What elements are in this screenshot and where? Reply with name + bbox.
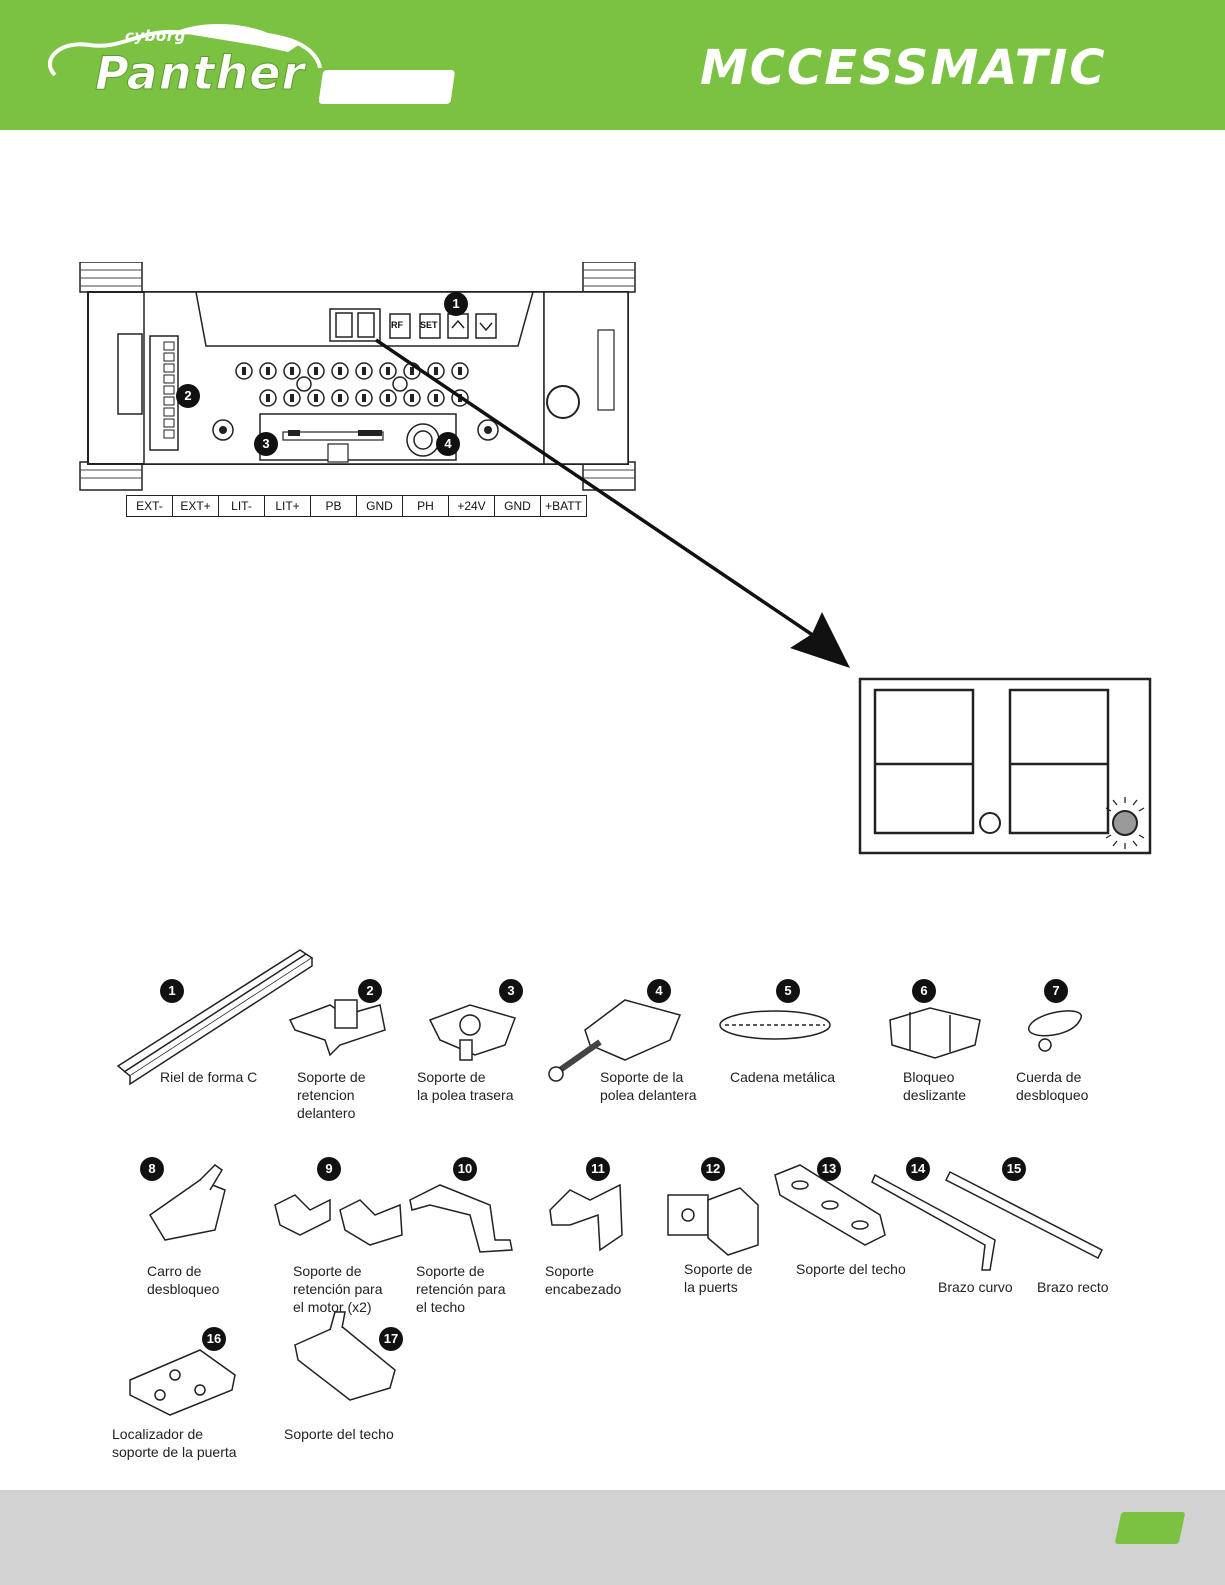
page-number-tab xyxy=(1114,1512,1186,1544)
part-number-11: 11 xyxy=(586,1157,610,1181)
header-banner: cyborg Panther MCCESSMATIC xyxy=(0,0,1225,130)
part-number-3: 3 xyxy=(499,979,523,1003)
terminal-lit-minus: LIT- xyxy=(219,496,265,516)
part-number-17: 17 xyxy=(379,1327,403,1351)
board-callout-1: 1 xyxy=(444,292,468,316)
company-logo: MCCESSMATIC xyxy=(700,40,1107,96)
part-label-9: Soporte de retención para el motor (x2) xyxy=(293,1263,383,1315)
board-callout-2: 2 xyxy=(176,384,200,408)
terminal-gnd-2: GND xyxy=(495,496,541,516)
part-label-12: Soporte de la puerts xyxy=(684,1261,753,1295)
part-label-17: Soporte del techo xyxy=(284,1426,394,1442)
part-label-4: Soporte de la polea delantera xyxy=(600,1069,697,1103)
part-label-16: Localizador de soporte de la puerta xyxy=(112,1426,237,1460)
part-number-2: 2 xyxy=(358,979,382,1003)
part-number-6: 6 xyxy=(912,979,936,1003)
board-callout-3: 3 xyxy=(254,432,278,456)
terminal-gnd: GND xyxy=(357,496,403,516)
terminal-batt: +BATT xyxy=(541,496,586,516)
part-label-7: Cuerda de desbloqueo xyxy=(1016,1069,1089,1103)
part-number-1: 1 xyxy=(160,979,184,1003)
brand-panther: Panther xyxy=(94,46,306,101)
part-label-8: Carro de desbloqueo xyxy=(147,1263,220,1297)
panther-logo-graphic xyxy=(47,23,455,104)
part-label-3: Soporte de la polea trasera xyxy=(417,1069,514,1103)
terminal-labels: EXT- EXT+ LIT- LIT+ PB GND PH +24V GND +… xyxy=(126,495,587,517)
terminal-ext-plus: EXT+ xyxy=(173,496,219,516)
part-number-4: 4 xyxy=(647,979,671,1003)
part-label-1: Riel de forma C xyxy=(160,1069,258,1085)
part-label-5: Cadena metálica xyxy=(730,1069,836,1085)
terminal-ext-minus: EXT- xyxy=(127,496,173,516)
part-number-5: 5 xyxy=(776,979,800,1003)
part-number-7: 7 xyxy=(1044,979,1068,1003)
part-number-13: 13 xyxy=(817,1157,841,1181)
terminal-ph: PH xyxy=(403,496,449,516)
rf-button-label: RF xyxy=(391,320,403,330)
part-number-16: 16 xyxy=(202,1327,226,1351)
parts-illustrations xyxy=(116,949,1104,1416)
enlarged-led-display xyxy=(858,677,1152,855)
part-label-2: Soporte de retencion delantero xyxy=(297,1069,366,1121)
part-number-14: 14 xyxy=(906,1157,930,1181)
part-label-13: Soporte del techo xyxy=(796,1261,906,1277)
brand-cyborg: cyborg xyxy=(125,27,186,45)
terminal-pb: PB xyxy=(311,496,357,516)
part-label-10: Soporte de retención para el techo xyxy=(416,1263,506,1315)
control-board-diagram xyxy=(79,262,636,491)
part-label-11: Soporte encabezado xyxy=(545,1263,622,1297)
zoom-arrow xyxy=(375,338,850,668)
board-callout-4: 4 xyxy=(436,432,460,456)
part-number-9: 9 xyxy=(317,1157,341,1181)
part-label-15: Brazo recto xyxy=(1037,1279,1109,1295)
part-label-6: Bloqueo deslizante xyxy=(903,1069,967,1103)
footer-band xyxy=(0,1490,1225,1585)
part-number-15: 15 xyxy=(1002,1157,1026,1181)
terminal-lit-plus: LIT+ xyxy=(265,496,311,516)
set-button-label: SET xyxy=(420,320,438,330)
terminal-24v: +24V xyxy=(449,496,495,516)
part-label-14: Brazo curvo xyxy=(938,1279,1013,1295)
part-number-8: 8 xyxy=(140,1157,164,1181)
part-number-10: 10 xyxy=(453,1157,477,1181)
part-number-12: 12 xyxy=(701,1157,725,1181)
